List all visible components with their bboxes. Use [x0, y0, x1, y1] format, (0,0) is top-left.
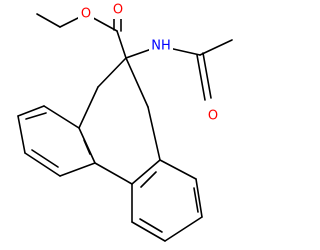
- bond-amide-carbon-methyl: [199, 39, 233, 56]
- bond-ethyl-ch3-ch2: [36, 13, 61, 28]
- atom-o-amide-bg: [205, 107, 221, 125]
- molecule-diagram: O O NH O: [17, 2, 233, 242]
- bond-ring-b-inner-2: [193, 187, 199, 213]
- atom-o-ester-label: O: [81, 7, 91, 22]
- bond-ring-b-1: [131, 159, 161, 185]
- bond-ring-b-5: [131, 221, 166, 242]
- bond-biaryl: [94, 162, 133, 185]
- atom-o-carbonyl-ester: O: [110, 2, 126, 19]
- bond-ring-b-4: [164, 216, 203, 242]
- bond-ring-a-3: [24, 152, 61, 177]
- atom-layer: O O NH O: [78, 2, 221, 125]
- atom-nh-amide-label: NH: [151, 39, 171, 54]
- atom-o-carbonyl-ester-bg: [110, 2, 126, 19]
- atom-o-ester-bg: [78, 5, 94, 23]
- bond-ring-a-2: [59, 162, 96, 177]
- bond-ch2-left-ring-a: [78, 86, 99, 129]
- bond-layer: [17, 6, 233, 242]
- bond-ring-b-2: [159, 159, 197, 180]
- bond-ring-b-inner-3: [139, 218, 163, 233]
- bond-ring-b-3: [195, 178, 203, 218]
- bond-ring-a-6: [43, 105, 80, 129]
- bond-ring-a-inner-1: [83, 139, 91, 155]
- bond-quaternary-ch2-right: [125, 57, 149, 108]
- bond-ring-a-4: [17, 115, 26, 154]
- bond-ring-a-inner-3: [25, 112, 47, 120]
- bond-amide-carbonyl-double-b: [202, 52, 212, 99]
- bond-ring-a-inner-2: [31, 149, 59, 168]
- bond-carbonyl-carbon-quaternary: [116, 30, 127, 59]
- bond-ch2-right-ring-b: [147, 106, 161, 161]
- bond-quaternary-ch2-left: [97, 57, 127, 88]
- bond-ring-b-inner-1: [140, 171, 157, 188]
- atom-o-amide-label: O: [208, 109, 218, 124]
- bond-amide-carbonyl-double-a: [196, 54, 206, 101]
- bond-ring-a-5: [17, 105, 45, 117]
- atom-nh-amide: NH: [149, 37, 173, 55]
- atom-o-carbonyl-ester-label: O: [113, 3, 123, 18]
- atom-o-amide: O: [205, 107, 221, 125]
- atom-nh-amide-bg: [149, 37, 173, 55]
- atom-o-ester: O: [78, 5, 94, 23]
